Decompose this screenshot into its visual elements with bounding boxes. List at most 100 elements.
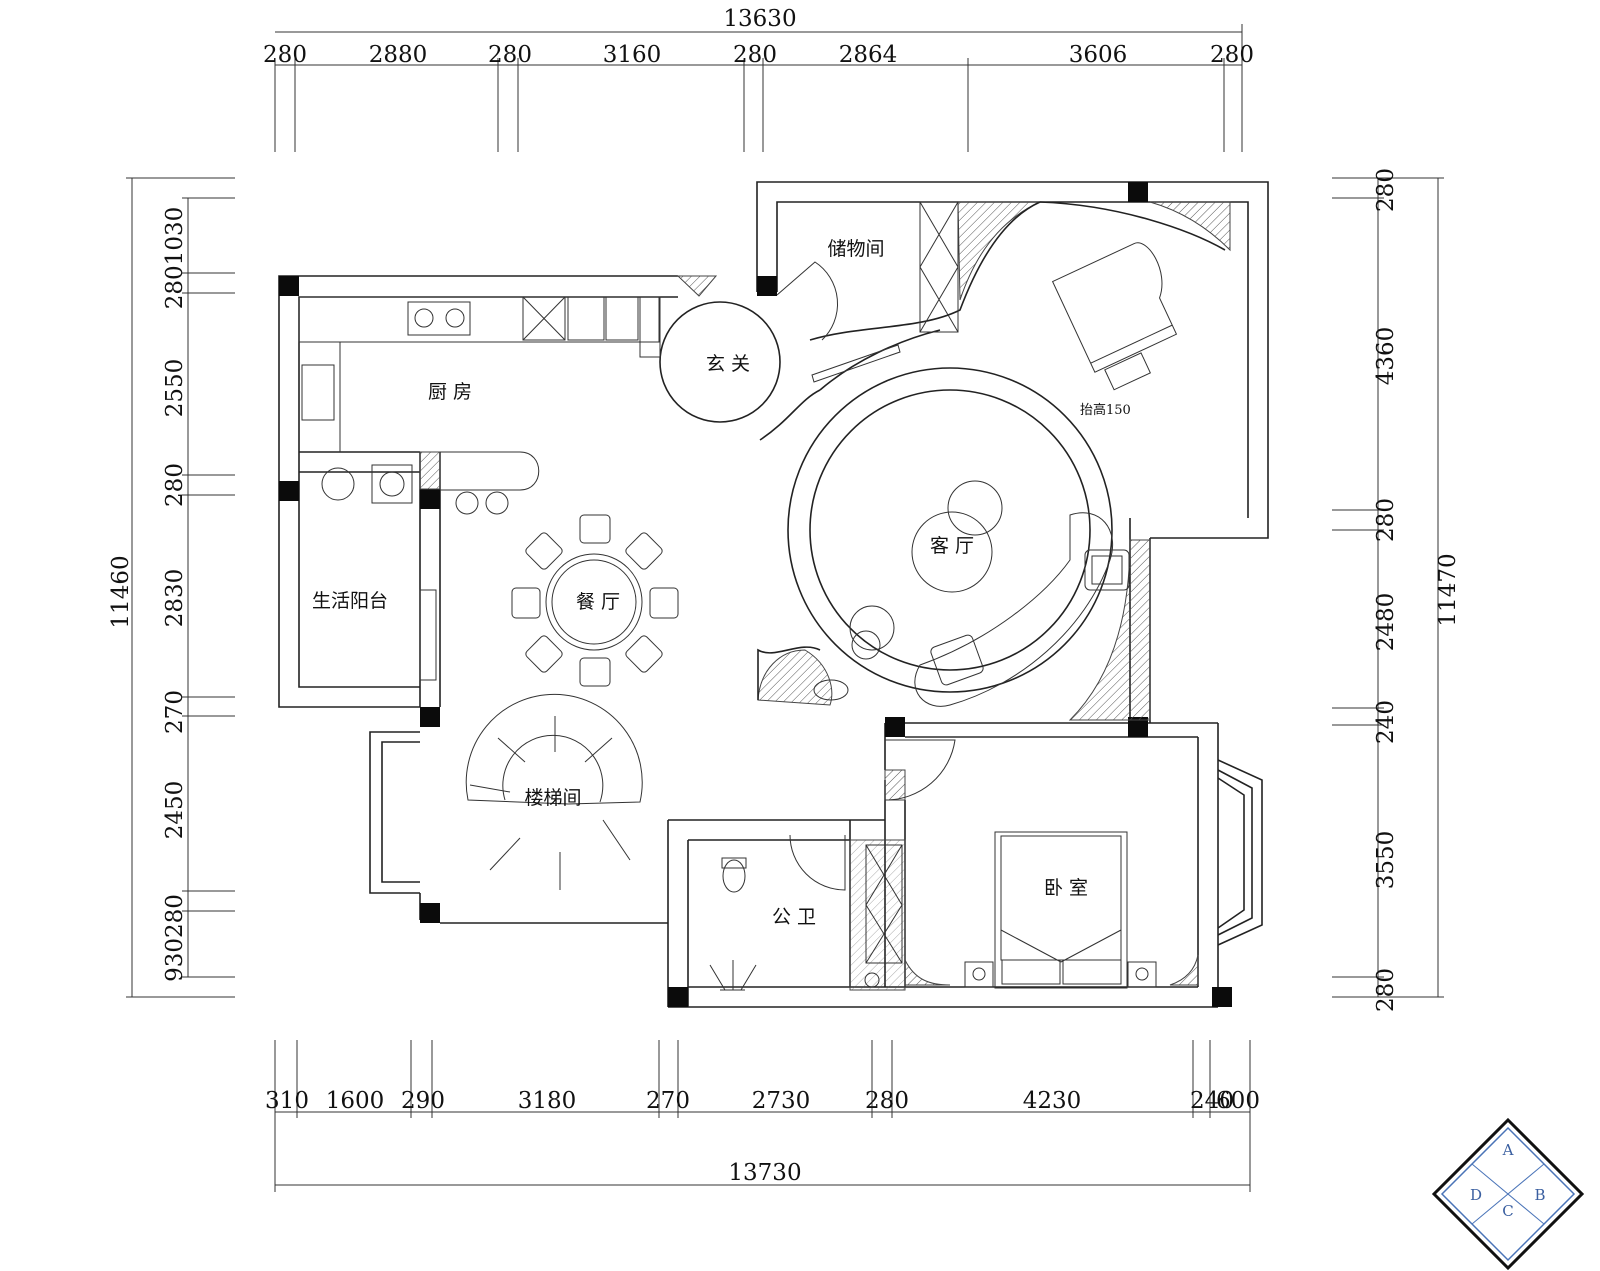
storage-cabinet [919, 201, 959, 333]
right-dimension-lines [1332, 177, 1444, 998]
bed [994, 831, 1128, 989]
raised-floor-note: 抬高150 [1080, 402, 1131, 418]
column [1128, 717, 1148, 737]
kitchen-sink [301, 364, 335, 421]
legend-a: A [1502, 1141, 1514, 1159]
bottom-dimension-text: 13730 310 1600 290 3180 270 2730 280 423… [265, 1088, 1260, 1186]
bottom-dim-6: 2730 [752, 1088, 811, 1114]
dining-chair [579, 657, 611, 687]
right-dimension-text: 11470 280 4360 280 2480 240 3550 280 [1373, 168, 1461, 1012]
column [1128, 182, 1148, 202]
bathroom-door [789, 834, 846, 891]
living-furniture [811, 242, 1178, 707]
room-label-kitchen: 厨 房 [428, 381, 472, 403]
legend-d: D [1470, 1186, 1482, 1204]
dining-chair [579, 514, 611, 544]
room-label-storage: 储物间 [827, 238, 884, 260]
living-room-inner-circle [809, 389, 1091, 671]
legend-c: C [1502, 1202, 1513, 1220]
right-dim-3: 280 [1373, 498, 1399, 542]
side-table [947, 480, 1003, 536]
bottom-dim-2: 1600 [326, 1088, 385, 1114]
top-dimension-text: 13630 280 2880 280 3160 280 2864 3606 28… [263, 6, 1254, 68]
curved-walls [659, 201, 1226, 700]
doors [776, 261, 1080, 891]
bottom-dim-3: 290 [401, 1088, 445, 1114]
room-label-living: 客 厅 [930, 535, 974, 557]
dining-chair [649, 587, 679, 619]
countertop [298, 296, 660, 343]
right-dim-4: 2480 [1373, 593, 1399, 652]
toilet [722, 859, 746, 893]
left-dimension-text: 11460 2801030 2550 280 2830 270 2450 930… [108, 207, 188, 982]
room-labels: 储物间 玄 关 厨 房 客 厅 餐 厅 生活阳台 楼梯间 公 卫 卧 室 抬高1… [312, 238, 1131, 928]
section-legend: A B C D [1431, 1117, 1585, 1271]
bottom-dim-4: 3180 [518, 1088, 577, 1114]
left-total-dim: 11460 [108, 555, 134, 628]
right-dim-6: 3550 [1373, 831, 1399, 890]
legend-b: B [1534, 1186, 1545, 1204]
column [1212, 987, 1232, 1007]
top-dim-4: 3160 [603, 42, 662, 68]
bedroom-door [884, 739, 956, 801]
bathroom-fixtures [709, 679, 903, 991]
piano [1051, 242, 1178, 391]
top-dim-1: 280 [263, 42, 307, 68]
dining-chair [625, 532, 663, 570]
washing-machine [371, 464, 413, 504]
right-dim-1: 280 [1373, 168, 1399, 212]
dining-set [511, 514, 679, 687]
top-total-dim: 13630 [723, 6, 796, 32]
hatched-areas [419, 201, 1231, 991]
dining-chair [625, 635, 663, 673]
stove [407, 301, 471, 336]
left-dim-5: 270 [162, 690, 188, 734]
left-dimension-lines [126, 177, 235, 998]
column [420, 489, 440, 509]
top-dim-2: 2880 [369, 42, 428, 68]
left-dim-7: 930280 [162, 894, 188, 982]
dining-chair [511, 587, 541, 619]
right-total-dim: 11470 [1435, 553, 1461, 626]
structural-columns [279, 182, 1232, 1007]
basin [813, 679, 849, 701]
bottom-dim-8: 4230 [1023, 1088, 1082, 1114]
top-dimension-lines [274, 24, 1243, 152]
left-dim-2: 2550 [162, 359, 188, 418]
shower-head-icon [709, 960, 757, 991]
top-dim-8: 280 [1210, 42, 1254, 68]
column [668, 987, 688, 1007]
walls [278, 181, 1269, 1008]
top-dim-5: 280 [733, 42, 777, 68]
bottom-total-dim: 13730 [728, 1160, 801, 1186]
column [420, 903, 440, 923]
shower-cabinet [865, 844, 903, 964]
top-dim-6: 2864 [839, 42, 898, 68]
column [757, 276, 777, 296]
bedroom-fixtures [919, 201, 1157, 989]
bottom-dim-5: 270 [646, 1088, 690, 1114]
top-dim-7: 3606 [1069, 42, 1128, 68]
left-dim-1: 2801030 [162, 207, 188, 309]
column [279, 276, 299, 296]
column [420, 707, 440, 727]
spiral-stair [465, 693, 643, 890]
bottom-dim-1: 310 [265, 1088, 309, 1114]
bottom-dimension-lines [274, 1040, 1251, 1192]
coffee-table [911, 511, 993, 593]
room-label-bathroom: 公 卫 [772, 906, 816, 928]
armchair [930, 634, 984, 686]
armchair [1084, 549, 1130, 591]
top-dim-3: 280 [488, 42, 532, 68]
right-dim-2: 4360 [1373, 327, 1399, 386]
dining-chair [525, 635, 563, 673]
nightstand [1127, 961, 1157, 988]
storage-door [776, 261, 839, 341]
right-dim-7: 280 [1373, 968, 1399, 1012]
entrance-circle [659, 301, 781, 423]
dining-chair [525, 532, 563, 570]
bottom-dim-10: 600 [1216, 1088, 1260, 1114]
column [885, 717, 905, 737]
bottom-dim-7: 280 [865, 1088, 909, 1114]
